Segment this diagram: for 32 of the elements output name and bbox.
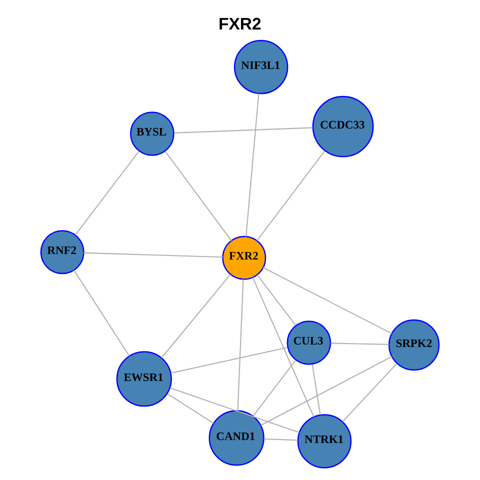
- connector: [161, 274, 231, 358]
- connector: [256, 274, 296, 326]
- connector: [330, 342, 389, 344]
- connector: [164, 150, 232, 241]
- connector: [237, 278, 244, 410]
- connector: [264, 438, 298, 440]
- node-circle: FXR2: [222, 235, 266, 280]
- node-circle: SRPK2: [388, 318, 440, 370]
- connector: [84, 252, 223, 258]
- node-circle: EWSR1: [116, 350, 172, 406]
- connector: [252, 359, 296, 416]
- connector: [170, 386, 300, 432]
- connector: [74, 150, 140, 235]
- connector: [73, 269, 130, 356]
- connector: [342, 362, 398, 422]
- node-circle: BYSL: [130, 111, 174, 156]
- node-circle: NIF3L1: [234, 39, 288, 94]
- node-circle: CCDC33: [312, 95, 374, 157]
- node-circle: CAND1: [208, 410, 264, 466]
- diagram-title: FXR2: [218, 14, 262, 34]
- node-circle: CUL3: [286, 320, 332, 364]
- connector: [256, 150, 326, 240]
- node-circle: RNF2: [40, 230, 84, 274]
- connector: [312, 364, 321, 414]
- connector: [167, 392, 214, 424]
- connector: [170, 346, 288, 374]
- connector: [252, 276, 314, 417]
- connector: [262, 266, 392, 334]
- connector: [260, 356, 392, 426]
- node-circle: NTRK1: [297, 414, 352, 468]
- connector: [246, 93, 260, 236]
- connector: [174, 126, 313, 133]
